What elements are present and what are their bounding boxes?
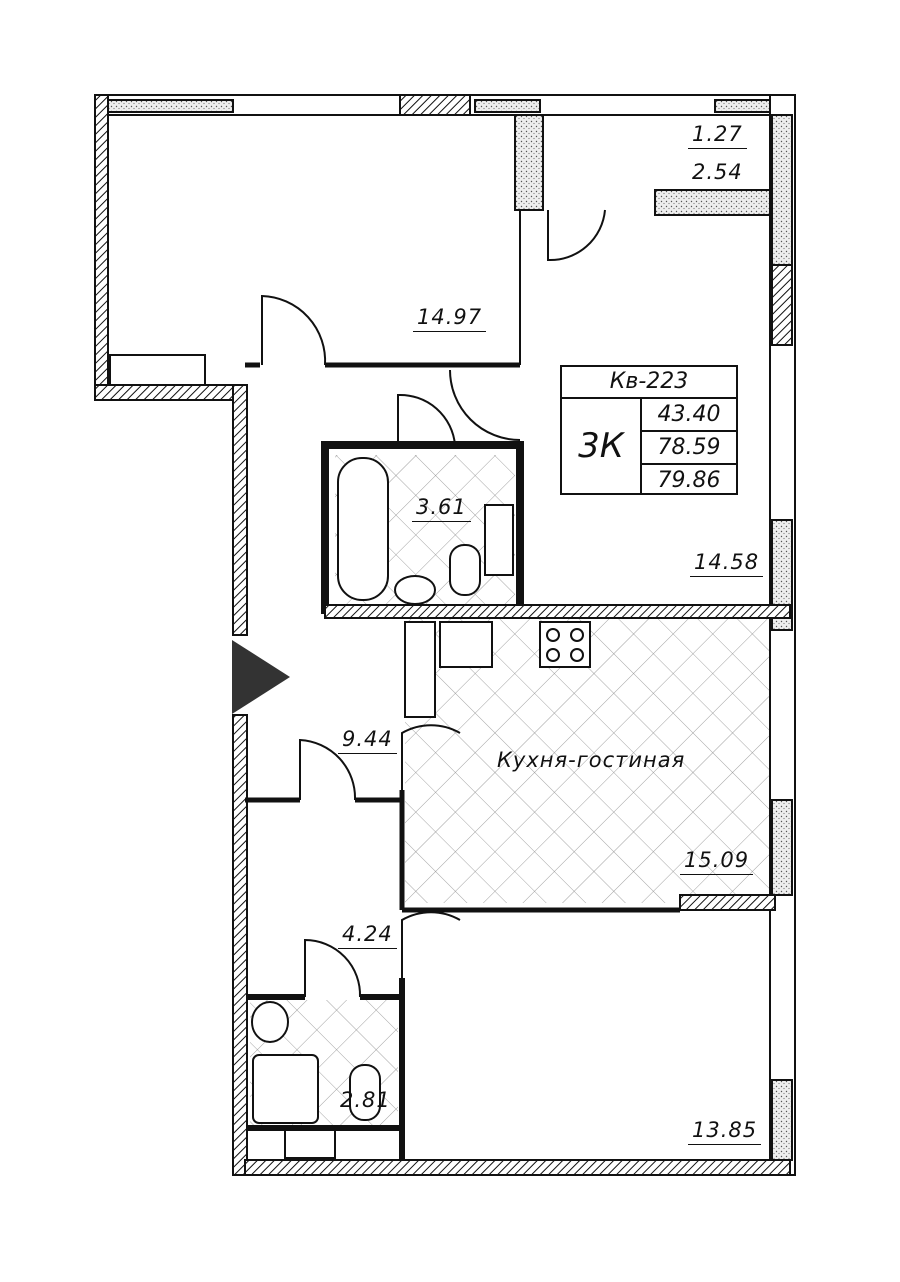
bathtub <box>337 457 389 601</box>
balcony-area-inner: 1.27 <box>688 122 747 149</box>
room-area-kitchen: 15.09 <box>680 848 754 875</box>
room-name-kitchen: Кухня-гостиная <box>497 748 686 772</box>
balcony-area-outer: 2.54 <box>692 160 743 184</box>
stove <box>539 621 591 668</box>
wc-sink <box>251 1001 289 1043</box>
entrance-arrow <box>232 640 290 714</box>
room-count: 3К <box>562 399 642 493</box>
total-area: 78.59 <box>642 432 736 465</box>
room-area-bedroom-1: 14.97 <box>413 305 487 332</box>
room-area-bedroom-2: 14.58 <box>690 550 764 577</box>
room-area-wc: 2.81 <box>340 1088 391 1112</box>
wc-toilet <box>349 1064 381 1121</box>
fixtures <box>109 354 591 1159</box>
shower <box>252 1054 319 1124</box>
toilet <box>449 544 481 596</box>
total-area-with-balcony: 79.86 <box>657 468 721 493</box>
apartment-info-table: Кв-223 3К 43.40 78.59 79.86 <box>560 365 738 495</box>
room-area-hallway: 9.44 <box>338 727 397 754</box>
room-area-bathroom: 3.61 <box>412 495 471 522</box>
apartment-number: Кв-223 <box>562 367 736 399</box>
doors <box>261 209 606 998</box>
living-area: 43.40 <box>642 399 736 432</box>
kitchen-sink <box>439 621 493 668</box>
room-area-bedroom-3: 13.85 <box>688 1118 762 1145</box>
walls <box>94 94 796 1176</box>
sink <box>394 575 436 605</box>
room-area-corridor: 4.24 <box>338 922 397 949</box>
